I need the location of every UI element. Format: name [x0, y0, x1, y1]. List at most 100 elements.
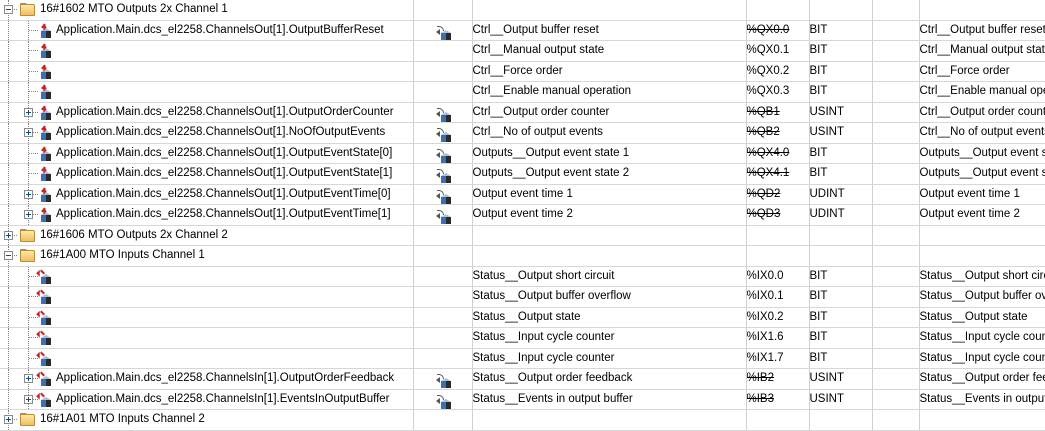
cube-right-face: [46, 112, 51, 120]
description-cell: Status__Input cycle counter: [919, 327, 1045, 349]
mapping-cell[interactable]: [413, 143, 473, 164]
mapping-cell[interactable]: [413, 163, 473, 185]
tree-guide-line: [8, 41, 10, 61]
mapping-cell[interactable]: [413, 102, 473, 123]
mapping-arrow-curve: [436, 374, 444, 380]
expand-node-button[interactable]: [24, 189, 33, 199]
folder-icon: [20, 3, 35, 16]
cube-right-face: [445, 381, 451, 389]
tree-node: Application.Main.dcs_el2258.ChannelsOut[…: [0, 164, 412, 184]
variable-name-cell: [0, 61, 414, 82]
cube-top-face: [41, 171, 51, 174]
expand-node-button[interactable]: [4, 230, 13, 240]
variable-name-cell: 16#1606 MTO Outputs 2x Channel 2: [0, 225, 414, 246]
expand-node-button[interactable]: [24, 107, 33, 117]
mapping-cell[interactable]: [413, 61, 473, 82]
address-value: %QD3: [746, 208, 781, 221]
mapping-arrow-curve: [436, 189, 444, 195]
address-value: %QX0.1: [746, 44, 790, 57]
cube-glyph: [440, 29, 451, 40]
address-cell: [746, 0, 810, 21]
collapse-node-button[interactable]: [4, 251, 13, 260]
address-cell: [746, 225, 810, 246]
unit-cell: [872, 225, 920, 246]
variable-name-cell: Application.Main.dcs_el2258.ChannelsOut[…: [0, 163, 414, 185]
unit-cell: [872, 286, 920, 308]
variable-name-cell: Application.Main.dcs_el2258.ChannelsOut[…: [0, 122, 414, 144]
variable-path-label: Application.Main.dcs_el2258.ChannelsIn[1…: [56, 372, 395, 384]
mapping-cell[interactable]: [413, 307, 473, 328]
cube-left-face: [41, 153, 46, 161]
cube-left-face: [41, 133, 46, 140]
expand-node-button[interactable]: [24, 374, 33, 383]
mapping-cell[interactable]: [413, 286, 473, 308]
unit-cell: [872, 245, 920, 267]
mapping-cell[interactable]: [413, 204, 473, 226]
mapping-cell[interactable]: [413, 409, 473, 431]
channel-cell: [472, 225, 747, 246]
mapping-cell[interactable]: [413, 368, 473, 390]
type-cell: BIT: [809, 81, 873, 103]
tree-variable-row: Application.Main.dcs_el2258.ChannelsOut[…: [0, 143, 1045, 164]
collapse-node-button[interactable]: [4, 5, 13, 14]
variable-path-label: Application.Main.dcs_el2258.ChannelsIn[1…: [56, 392, 390, 405]
channel-cell: Output event time 1: [472, 184, 747, 205]
mapping-cell[interactable]: [413, 0, 473, 21]
expand-node-button[interactable]: [4, 415, 13, 424]
tree-guide-line: [29, 275, 38, 278]
cube-right-face: [445, 196, 451, 204]
address-cell: %IX0.2: [746, 307, 810, 328]
expand-node-button[interactable]: [24, 394, 33, 404]
tree-guide-line: [8, 307, 10, 327]
cube-glyph: [440, 132, 451, 143]
expand-node-button[interactable]: [24, 128, 33, 137]
mapping-cell[interactable]: [413, 389, 473, 410]
variable-name-cell: [0, 327, 414, 349]
mapping-cell[interactable]: [413, 327, 473, 349]
cube-top-face: [440, 193, 451, 197]
mapping-cell[interactable]: [413, 245, 473, 267]
tree-group-row: 16#1602 MTO Outputs 2x Channel 1: [0, 0, 1045, 21]
expand-node-button[interactable]: [24, 210, 33, 219]
mapping-cell[interactable]: [413, 348, 473, 369]
variable-name-cell: Application.Main.dcs_el2258.ChannelsIn[1…: [0, 368, 414, 390]
cube-left-face: [41, 51, 46, 58]
cube-top-face: [440, 398, 451, 402]
cube-right-face: [46, 379, 51, 386]
mapping-cell[interactable]: [413, 184, 473, 205]
address-value: %QX0.0: [746, 23, 790, 36]
mapping-cell[interactable]: [413, 225, 473, 246]
variable-name-cell: 16#1602 MTO Outputs 2x Channel 1: [0, 0, 414, 21]
mapping-cell[interactable]: [413, 20, 473, 41]
tree-group-row: 16#1A01 MTO Inputs Channel 2: [0, 409, 1045, 431]
mapping-cell[interactable]: [413, 81, 473, 103]
tree-variable-row: Application.Main.dcs_el2258.ChannelsIn[1…: [0, 368, 1045, 390]
cube-top-face: [41, 191, 51, 195]
mapping-variable-icon: [435, 169, 454, 184]
mapping-cell[interactable]: [413, 122, 473, 144]
unit-cell: [872, 389, 920, 410]
cube-glyph: [41, 335, 51, 345]
mapping-cell[interactable]: [413, 266, 473, 287]
variable-name-cell: Application.Main.dcs_el2258.ChannelsOut[…: [0, 20, 414, 41]
address-cell: [746, 409, 810, 431]
variable-path-label: Application.Main.dcs_el2258.ChannelsOut[…: [56, 208, 391, 220]
description-cell: Status__Input cycle counter: [919, 348, 1045, 369]
cube-glyph: [41, 212, 51, 222]
mapping-cell[interactable]: [413, 40, 473, 62]
variable-name-cell: [0, 348, 414, 369]
address-cell: %IB3: [746, 389, 810, 410]
cube-top-face: [41, 294, 51, 297]
cube-glyph: [440, 398, 451, 409]
cube-glyph: [440, 111, 451, 122]
tree-guide-line: [28, 266, 30, 286]
channel-cell: Ctrl__Output buffer reset: [472, 20, 747, 41]
tree-node: 16#1606 MTO Outputs 2x Channel 2: [0, 225, 412, 245]
input-variable-icon: [36, 310, 54, 326]
tree-variable-row: Application.Main.dcs_el2258.ChannelsOut[…: [0, 184, 1045, 205]
channel-cell: Status__Events in output buffer: [472, 389, 747, 410]
cube-glyph: [41, 150, 51, 161]
